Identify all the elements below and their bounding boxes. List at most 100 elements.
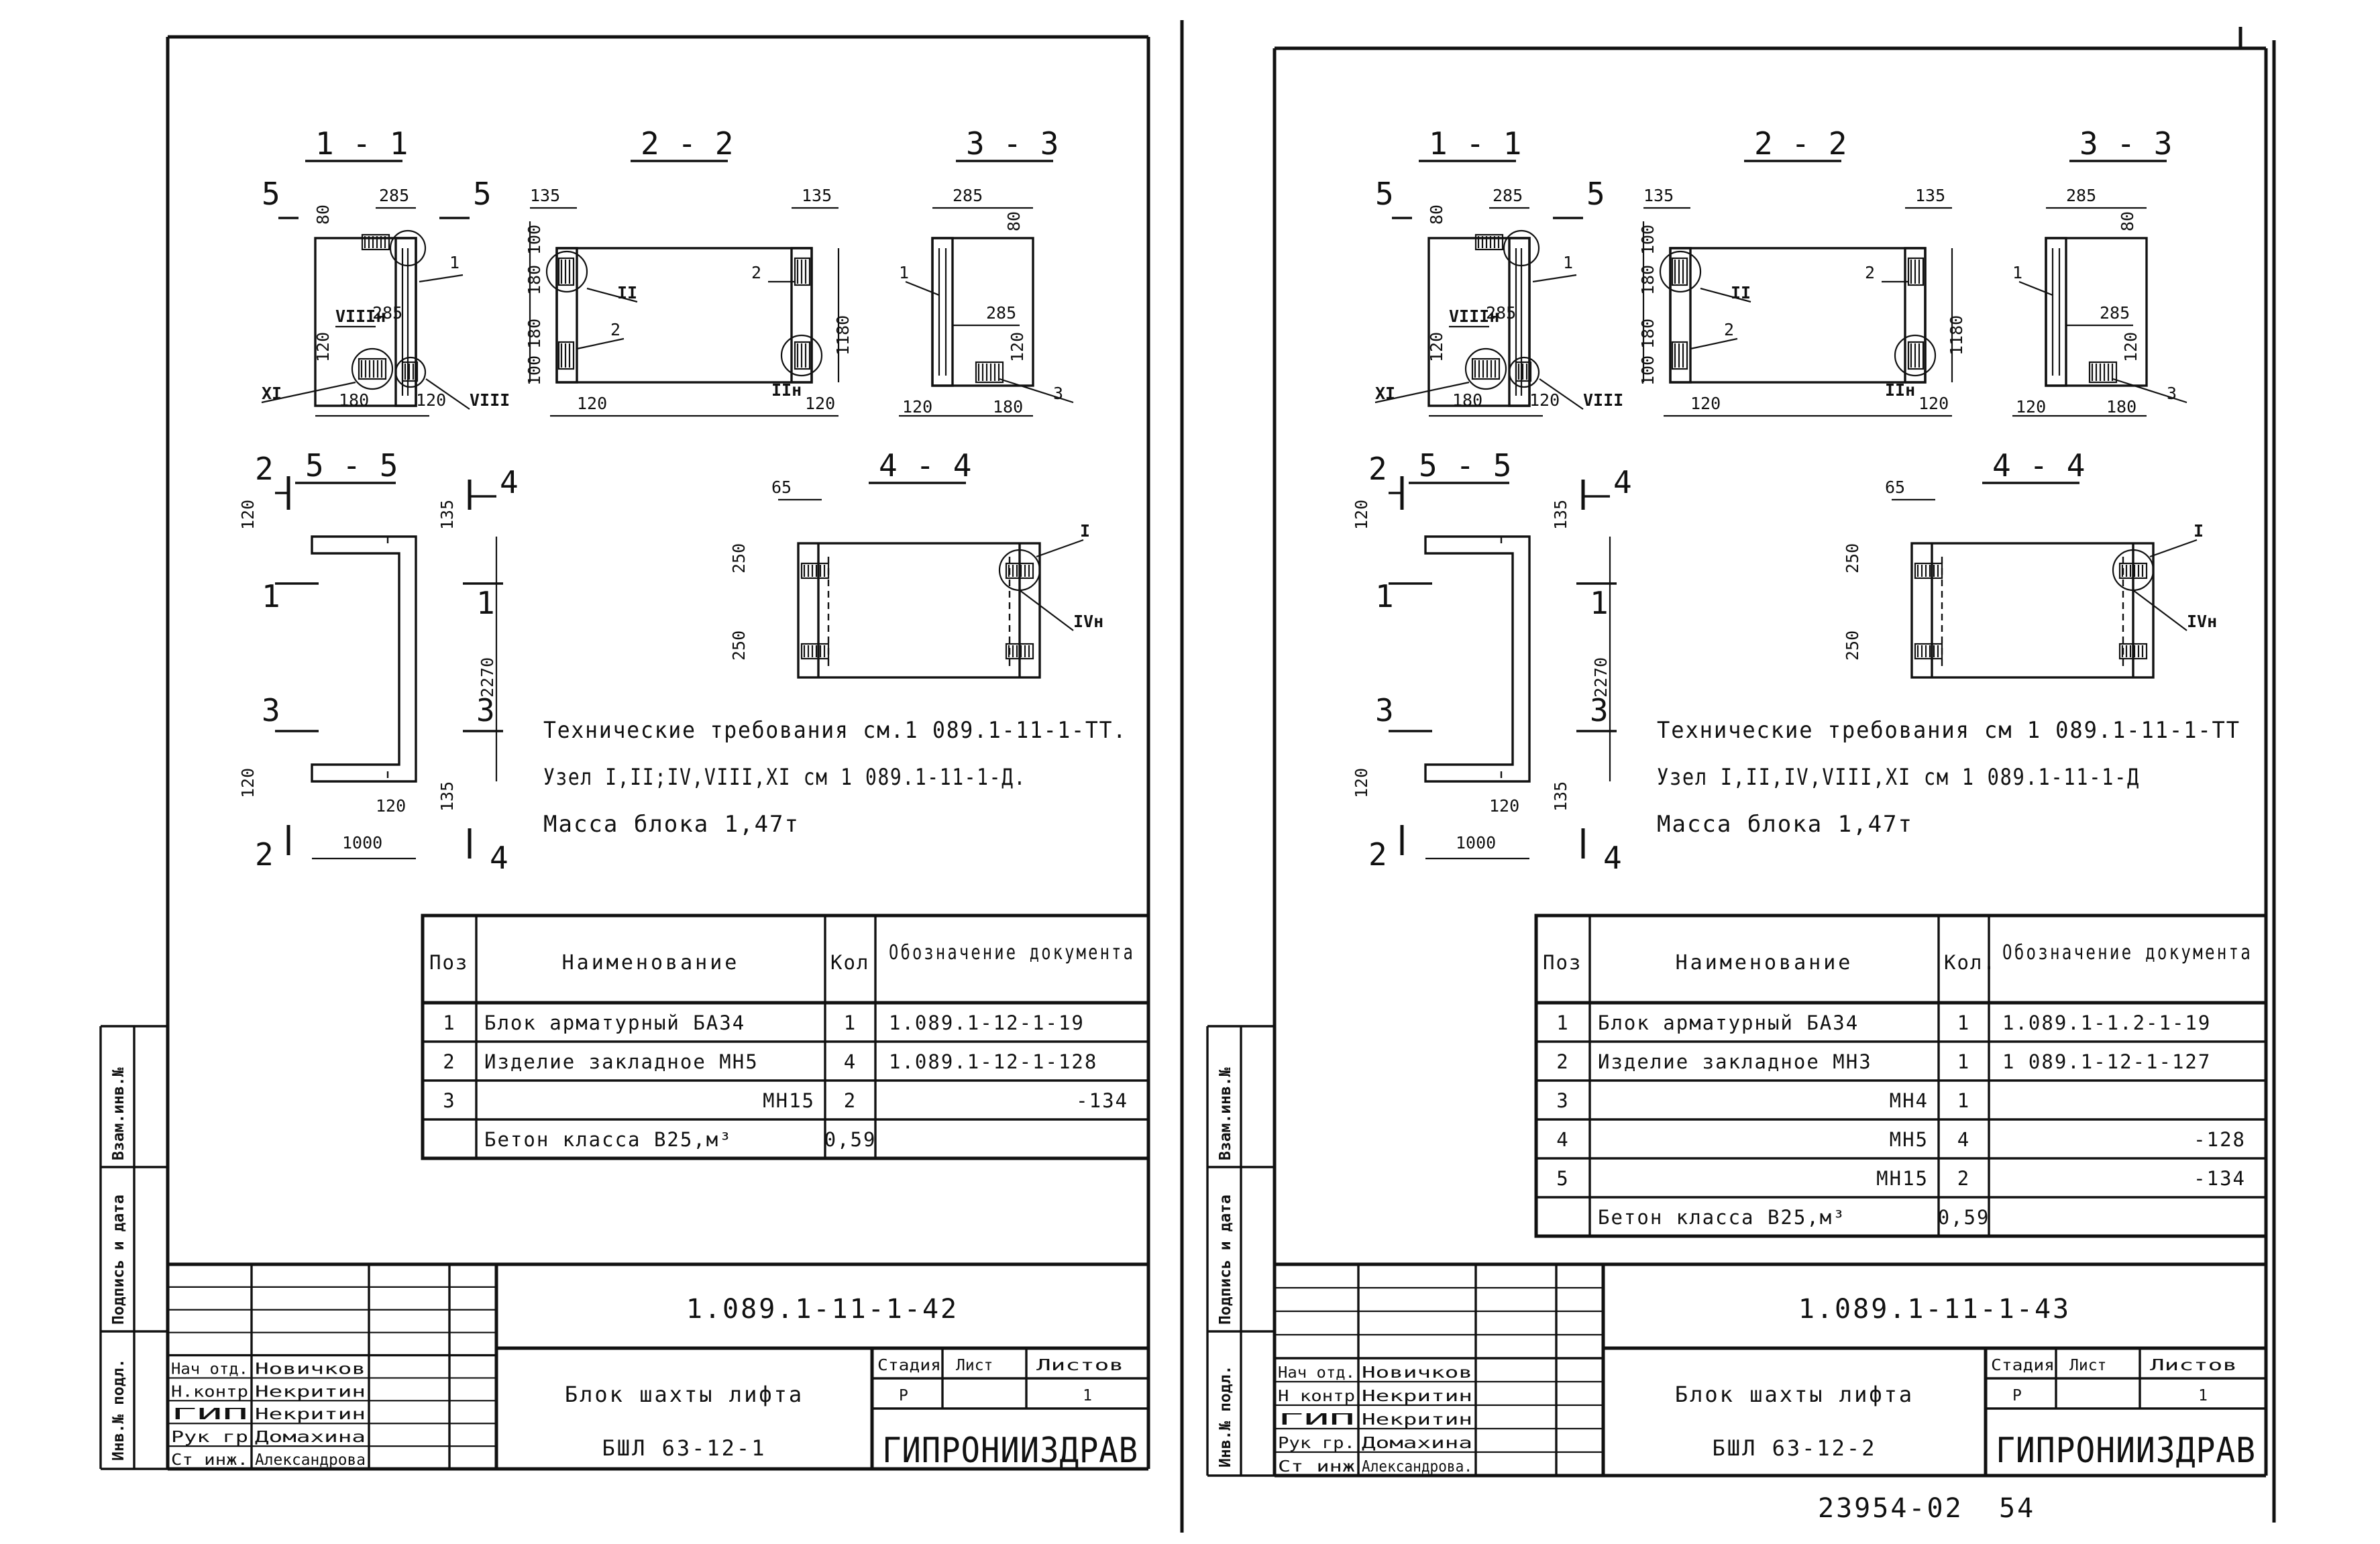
node-IIn-label: IIн — [771, 380, 802, 400]
spec-cell-doc: -134 — [1076, 1089, 1128, 1112]
spec-cell-pos: 5 — [1556, 1167, 1569, 1190]
spec-cell-pos: 2 — [1556, 1050, 1569, 1073]
tb-name: Некритин — [1362, 1388, 1472, 1405]
embedded-plate — [361, 233, 390, 251]
dim-250-b: 250 — [729, 630, 749, 661]
spec-cell-name: МН5 — [1890, 1128, 1929, 1151]
section-3-3-title: 3 - 3 — [966, 125, 1059, 162]
embedded-plate — [1515, 361, 1532, 382]
spec-cell-qty: 0,59 — [1938, 1206, 1990, 1229]
section-4-4-outline — [1910, 542, 2155, 679]
dim-80: 80 — [1427, 205, 1446, 225]
embedded-plate — [1471, 357, 1501, 380]
plate-outline — [1914, 562, 1943, 580]
spec-header-doc: Обозначение документа — [889, 941, 1135, 964]
plate-outline — [2118, 643, 2148, 660]
marker-2-top: 2 — [255, 451, 274, 487]
node-VIII-circle — [394, 356, 427, 388]
marker-4-bottom: 4 — [1603, 840, 1622, 876]
embedded-plate — [1914, 562, 1943, 580]
tb-title: Блок шахты лифта — [1675, 1382, 1914, 1407]
marker-5-right: 5 — [1586, 176, 1605, 212]
marker-4-top: 4 — [1613, 464, 1632, 500]
spec-cell-name: Изделие закладное МН3 — [1598, 1050, 1872, 1073]
tb-name: Новичков — [1362, 1364, 1472, 1382]
spec-cell-name: Изделие закладное МН5 — [484, 1050, 759, 1073]
dim-180-b: 180 — [1638, 319, 1658, 349]
node-XI-circle — [351, 347, 394, 390]
dim-2270: 2270 — [1591, 657, 1611, 698]
section-2-2-outline — [1669, 247, 1927, 384]
dim-180-b: 180 — [525, 319, 544, 349]
marker-1-right: 1 — [1590, 585, 1609, 621]
embedded-plate — [557, 257, 575, 286]
dim-120-b: 120 — [1352, 768, 1371, 798]
plate-outline — [1005, 562, 1034, 580]
embedded-plate — [1671, 341, 1688, 370]
leader — [586, 287, 638, 303]
spec-cell-doc: 1.089.1-12-1-128 — [889, 1050, 1097, 1073]
plate-outline — [1907, 341, 1925, 370]
tb-role: Ст инж — [1278, 1458, 1355, 1476]
leader — [1700, 287, 1751, 303]
tb-role: ГИП — [1278, 1411, 1355, 1429]
embedded-plate — [1907, 341, 1925, 370]
plate-outline — [794, 257, 811, 286]
dim-120-b: 120 — [902, 397, 932, 417]
embedded-plate — [2118, 643, 2148, 660]
section-3-3-wall — [931, 237, 954, 387]
marker-3-right: 3 — [476, 692, 495, 728]
node-II-circle — [1659, 250, 1702, 293]
requirement-nodes: Узел I,II,IV,VIII,XI см 1 089.1-11-1-Д — [1657, 764, 2140, 791]
embedded-plate — [800, 562, 830, 580]
spec-cell-doc: 1 089.1-12-1-127 — [2002, 1050, 2211, 1073]
dim-120: 120 — [313, 332, 333, 362]
leader — [2018, 280, 2053, 296]
node-I-label: I — [1080, 521, 1090, 541]
dim-180: 180 — [993, 397, 1023, 417]
pos-3-label: 3 — [2167, 384, 2177, 403]
footer-page-number: 54 — [1999, 1493, 2035, 1524]
dim-120-b: 120 — [238, 768, 258, 798]
spec-header-name: Наименование — [562, 951, 740, 975]
leader — [1019, 590, 1074, 631]
node-VIII-label: VIII — [470, 390, 510, 410]
dim-120-b: 120 — [416, 390, 446, 410]
node-VIIIn-label: VIIIн — [335, 307, 386, 326]
node-VIII-circle — [1508, 356, 1540, 388]
leader — [2149, 539, 2198, 558]
plate-outline — [557, 257, 575, 286]
marker-5-left: 5 — [1375, 176, 1394, 212]
dim-65: 65 — [771, 478, 792, 497]
dim-120-b: 120 — [805, 394, 835, 413]
tb-name: Некритин — [255, 1383, 366, 1400]
requirement-tt: Технические требования см.1 089.1-11-1-Т… — [543, 717, 1127, 744]
tb-sheets: 1 — [2198, 1387, 2208, 1404]
section-5-5-outline — [311, 535, 417, 783]
tb-role: Н.контр — [171, 1383, 248, 1400]
dim-100-b: 100 — [1638, 355, 1658, 386]
leader — [2132, 590, 2187, 631]
tb-document-code: 1.089.1-11-1-43 — [1798, 1294, 2071, 1325]
spec-header-doc: Обозначение документа — [2002, 941, 2253, 964]
stamp-inv-podl: Инв.№ подл. — [110, 1359, 127, 1461]
technical-requirements: Технические требования см 1 089.1-11-1-Т… — [1657, 717, 2239, 838]
node-IIn-circle — [780, 334, 823, 377]
marker-3-right: 3 — [1590, 692, 1609, 728]
dim-285: 285 — [2066, 186, 2096, 205]
section-2-2-wall-right — [1904, 247, 1927, 384]
dim-120-b: 120 — [1918, 394, 1949, 413]
tb-role: Рук гр. — [1278, 1435, 1355, 1452]
dim-120-b: 120 — [1529, 390, 1560, 410]
tb-title: Блок шахты лифта — [565, 1382, 804, 1407]
spec-cell-qty: 4 — [844, 1050, 857, 1073]
stamp-vzam: Взам.инв.№ — [1217, 1067, 1234, 1160]
node-VIIIn-label: VIIIн — [1449, 307, 1499, 326]
section-1-1-title: 1 - 1 — [1429, 125, 1521, 162]
